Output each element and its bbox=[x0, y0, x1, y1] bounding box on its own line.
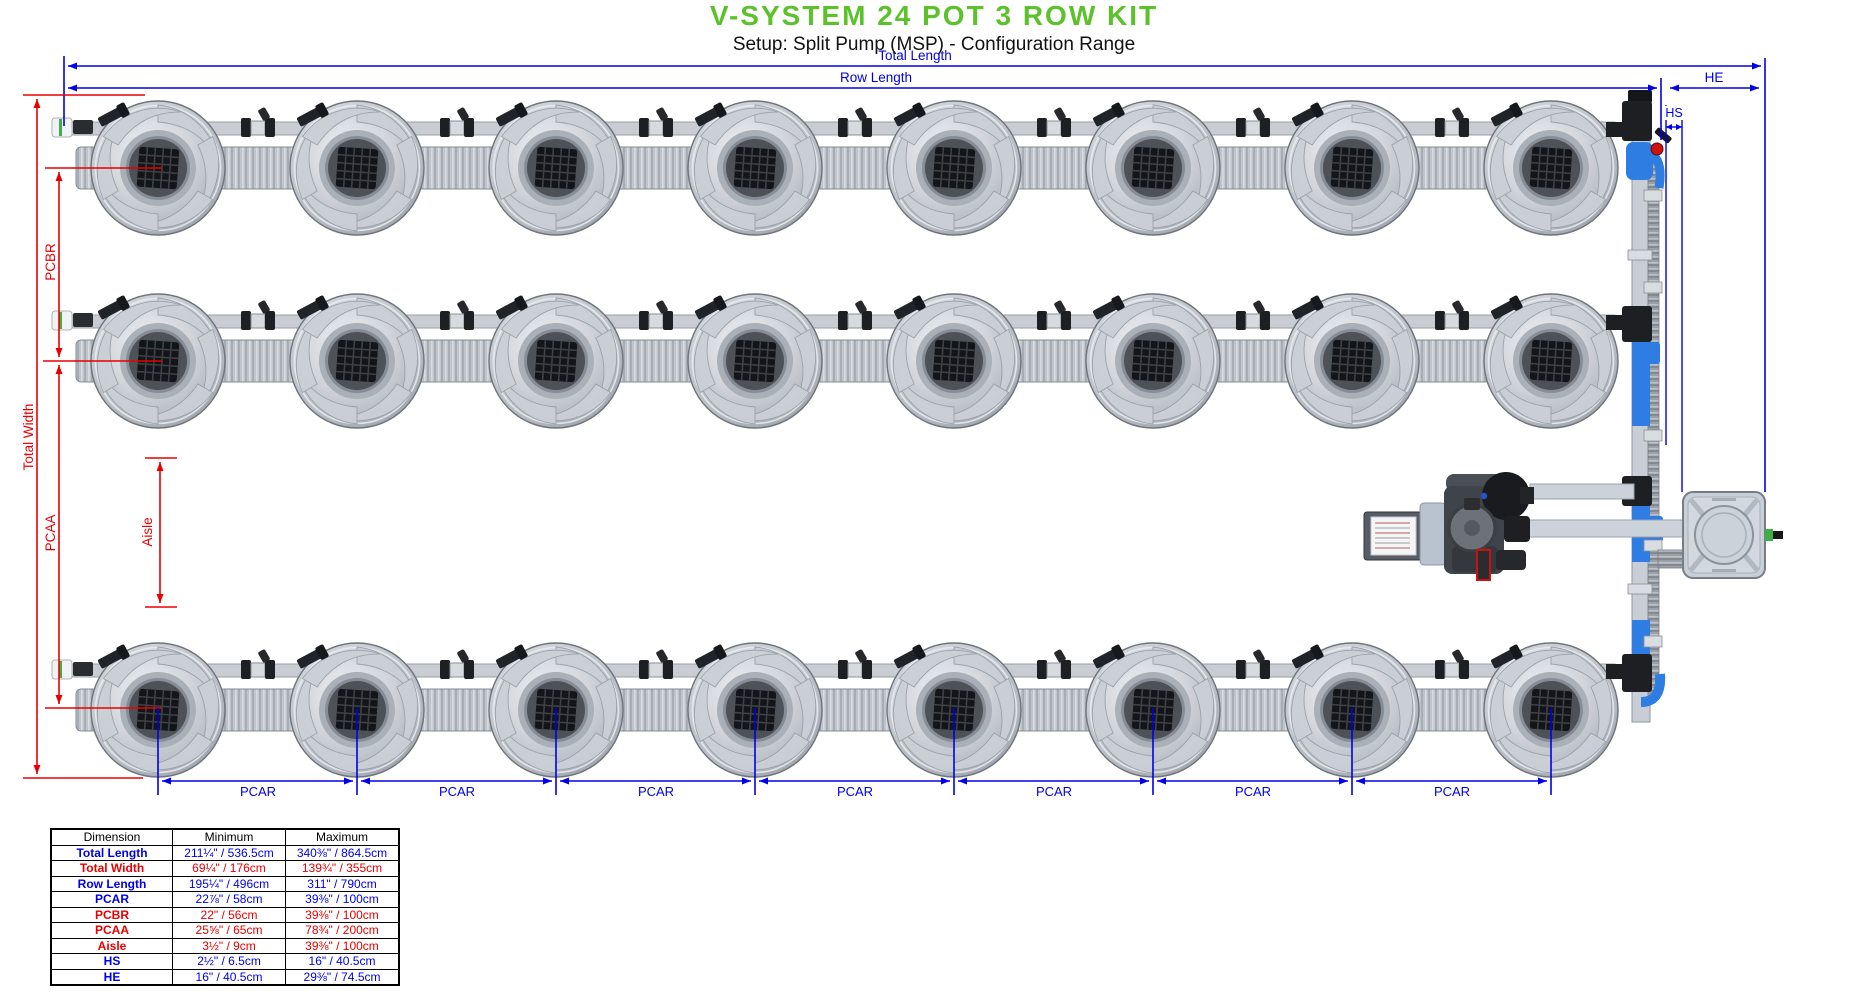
pot-row-1 bbox=[52, 83, 1637, 253]
hs-label: HS bbox=[1665, 106, 1682, 120]
dimension-cell: HS bbox=[50, 953, 173, 970]
pot bbox=[1266, 276, 1438, 446]
page-title: V-SYSTEM 24 POT 3 ROW KIT bbox=[709, 0, 1159, 31]
minimum-cell: 2½" / 6.5cm bbox=[172, 953, 286, 970]
dimension-aisle bbox=[145, 457, 177, 608]
pot bbox=[1067, 276, 1239, 446]
dimension-cell: PCAA bbox=[50, 922, 173, 939]
aisle-label: Aisle bbox=[140, 517, 155, 546]
pot bbox=[470, 83, 642, 253]
header-maximum: Maximum bbox=[285, 828, 400, 846]
pcar-label: PCAR bbox=[1036, 784, 1072, 799]
header-minimum: Minimum bbox=[172, 828, 286, 846]
maximum-cell: 139¾" / 355cm bbox=[285, 860, 400, 877]
maximum-cell: 16" / 40.5cm bbox=[285, 953, 400, 970]
controller-box bbox=[1363, 511, 1423, 561]
pcaa-label: PCAA bbox=[43, 515, 58, 552]
total-width-label: Total Width bbox=[21, 404, 36, 471]
header-dimension: Dimension bbox=[50, 828, 173, 846]
total-length-label: Total Length bbox=[878, 48, 952, 63]
dimension-total-width bbox=[23, 94, 145, 779]
pcar-label: PCAR bbox=[638, 784, 674, 799]
maximum-cell: 29⅜" / 74.5cm bbox=[285, 968, 400, 986]
row-length-label: Row Length bbox=[840, 70, 912, 85]
pot bbox=[1266, 83, 1438, 253]
pot bbox=[868, 276, 1040, 446]
pot bbox=[1067, 83, 1239, 253]
dimension-cell: Aisle bbox=[50, 937, 173, 954]
pcar-label: PCAR bbox=[1434, 784, 1470, 799]
minimum-cell: 22" / 56cm bbox=[172, 906, 286, 923]
dimension-hs bbox=[1663, 105, 1685, 492]
table-header-row: Dimension Minimum Maximum bbox=[50, 828, 400, 846]
pot bbox=[271, 276, 443, 446]
minimum-cell: 3½" / 9cm bbox=[172, 937, 286, 954]
dimension-row-length bbox=[68, 78, 1662, 140]
valve bbox=[1650, 127, 1672, 156]
minimum-cell: 22⅞" / 58cm bbox=[172, 891, 286, 908]
maximum-cell: 39⅜" / 100cm bbox=[285, 906, 400, 923]
pot bbox=[669, 276, 841, 446]
dimension-cell: HE bbox=[50, 968, 173, 986]
maximum-cell: 311" / 790cm bbox=[285, 875, 400, 892]
dimension-pcaa bbox=[45, 365, 162, 709]
pot bbox=[470, 276, 642, 446]
minimum-cell: 25⅝" / 65cm bbox=[172, 922, 286, 939]
water-tank bbox=[1682, 491, 1783, 579]
pot-row-2 bbox=[52, 276, 1637, 446]
pcar-label: PCAR bbox=[837, 784, 873, 799]
minimum-cell: 16" / 40.5cm bbox=[172, 968, 286, 986]
dimension-cell: Total Width bbox=[50, 860, 173, 877]
minimum-cell: 211¼" / 536.5cm bbox=[172, 844, 286, 861]
minimum-cell: 69¼" / 176cm bbox=[172, 860, 286, 877]
he-label: HE bbox=[1705, 70, 1724, 85]
pot bbox=[669, 83, 841, 253]
dimension-cell: PCBR bbox=[50, 906, 173, 923]
pot bbox=[271, 83, 443, 253]
pot-row-3 bbox=[52, 625, 1637, 795]
page-header: V-SYSTEM 24 POT 3 ROW KIT Setup: Split P… bbox=[0, 0, 1868, 56]
page-subtitle: Setup: Split Pump (MSP) - Configuration … bbox=[732, 34, 1136, 55]
maximum-cell: 39⅜" / 100cm bbox=[285, 937, 400, 954]
maximum-cell: 39⅜" / 100cm bbox=[285, 891, 400, 908]
pcar-label: PCAR bbox=[1235, 784, 1271, 799]
pcbr-label: PCBR bbox=[43, 243, 58, 281]
pot bbox=[868, 83, 1040, 253]
pcar-label: PCAR bbox=[439, 784, 475, 799]
pot bbox=[1465, 276, 1637, 446]
manifold bbox=[1606, 90, 1685, 723]
minimum-cell: 195¼" / 496cm bbox=[172, 875, 286, 892]
pcar-label: PCAR bbox=[240, 784, 276, 799]
maximum-cell: 340⅜" / 864.5cm bbox=[285, 844, 400, 861]
pump-assembly bbox=[1363, 472, 1687, 581]
dimension-cell: Row Length bbox=[50, 875, 173, 892]
dimension-cell: PCAR bbox=[50, 891, 173, 908]
maximum-cell: 78¾" / 200cm bbox=[285, 922, 400, 939]
dimension-total-length bbox=[63, 56, 1766, 492]
dimension-cell: Total Length bbox=[50, 844, 173, 861]
dimension-pcbr bbox=[43, 167, 162, 362]
pot bbox=[1465, 83, 1637, 253]
pcar-dimensions: PCAR PCAR PCAR PCAR PCAR PCAR PCAR bbox=[157, 708, 1552, 799]
